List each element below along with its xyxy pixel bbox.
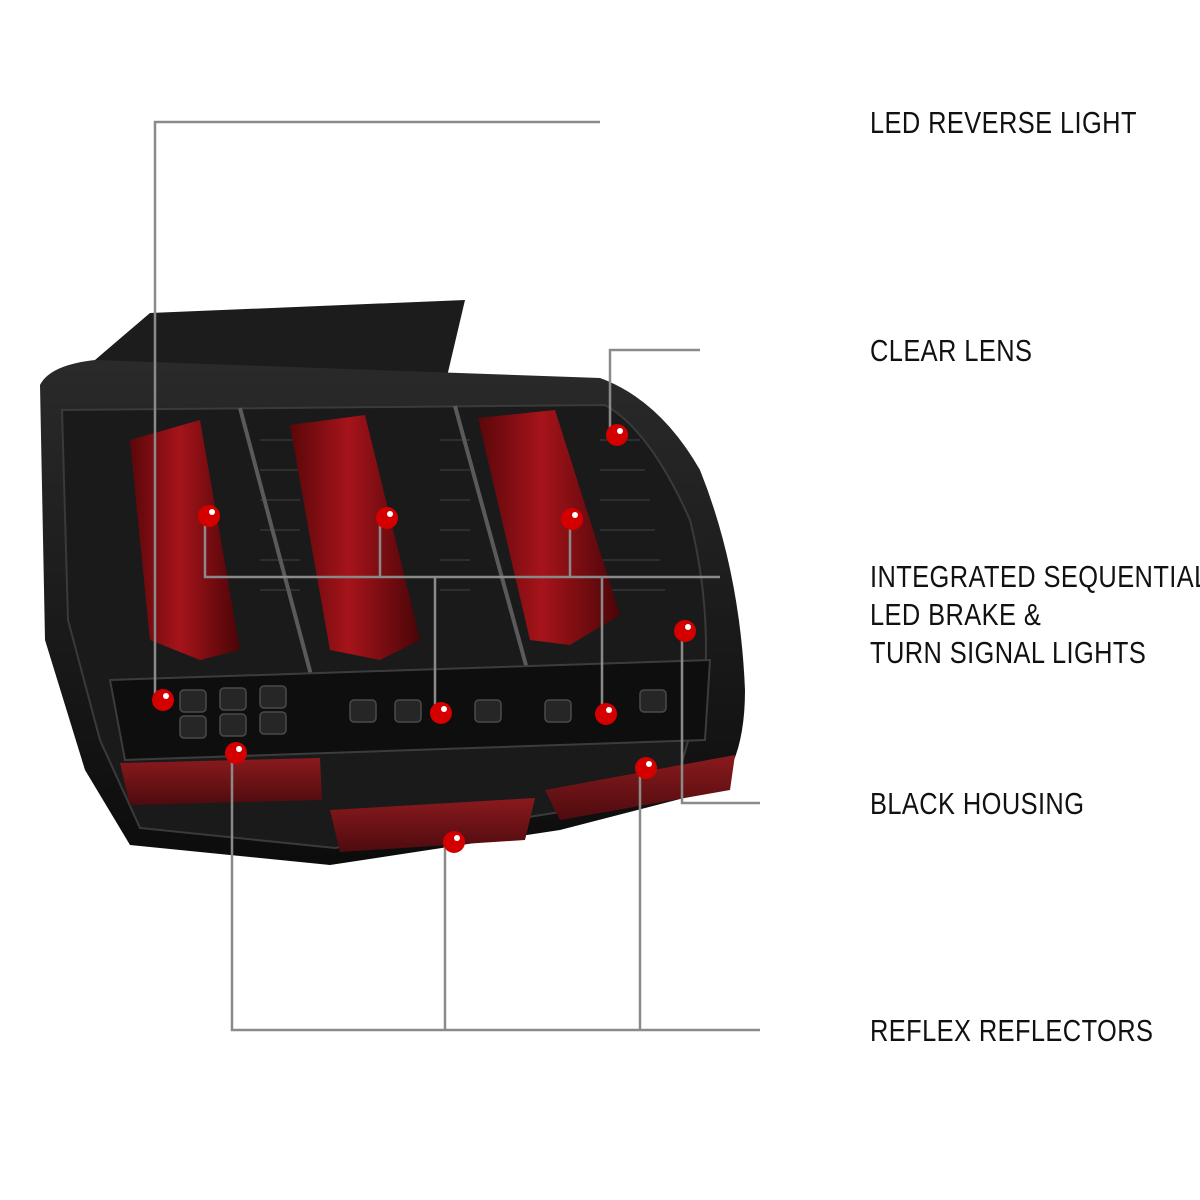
callout-label-sequential-line: INTEGRATED SEQUENTIAL [870, 559, 1200, 594]
callout-dots [152, 424, 696, 853]
callout-dot [225, 742, 247, 764]
callout-label-sequential-line: TURN SIGNAL LIGHTS [870, 635, 1147, 670]
callout-dot [674, 620, 696, 642]
leader-lines [153, 120, 862, 1032]
callout-label-sequential: INTEGRATED SEQUENTIAL LED BRAKE & TURN S… [870, 558, 1200, 672]
callout-dot [606, 424, 628, 446]
callout-label-reflectors: REFLEX REFLECTORS [870, 1013, 1154, 1048]
callout-dot [595, 703, 617, 725]
led-cells [179, 685, 667, 739]
leader-sequential [203, 515, 720, 710]
lens-dividers [238, 405, 532, 691]
light-bar-right [478, 410, 620, 645]
callout-dot [152, 689, 174, 711]
callout-label-reverse: LED REVERSE LIGHT [870, 105, 1137, 140]
leader-reverse [153, 120, 600, 700]
callout-dot [443, 831, 465, 853]
callout-dot [430, 702, 452, 724]
callout-dot [198, 505, 220, 527]
leader-lens [608, 348, 700, 435]
callout-label-lens: CLEAR LENS [870, 333, 1033, 368]
reflector-center [330, 798, 535, 852]
leader-reflectors [230, 748, 760, 1032]
callout-dot [635, 757, 657, 779]
callout-label-sequential-line: LED BRAKE & [870, 597, 1042, 632]
callout-label-housing: BLACK HOUSING [870, 786, 1085, 821]
reflector-left [120, 758, 322, 805]
taillight-housing [40, 300, 745, 865]
callout-dot [376, 507, 398, 529]
light-bar-left [130, 420, 240, 660]
callout-dot [561, 508, 583, 530]
light-bar-center [290, 415, 420, 660]
leader-housing [680, 630, 760, 805]
